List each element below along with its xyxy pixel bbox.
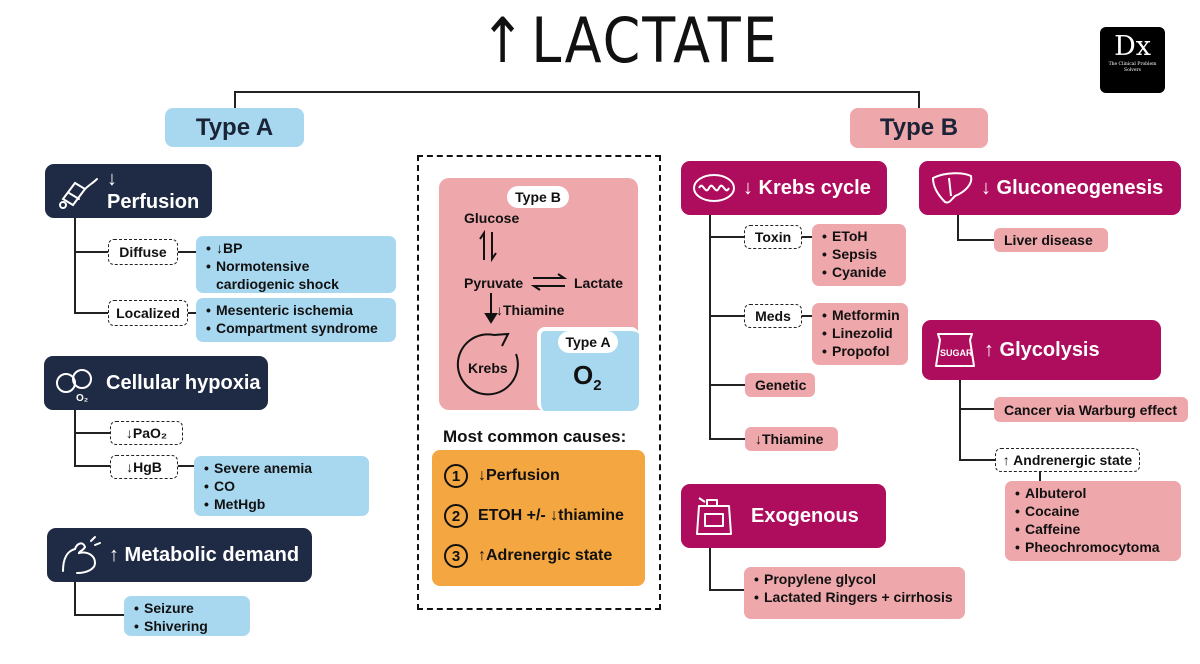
list-item: Normotensive cardiogenic shock [206,257,388,293]
perfusion-label: ↓ Perfusion [107,168,200,213]
list-item: Seizure [134,599,242,617]
up-arrow-icon: ↑ [480,4,528,77]
list-item: ↓BP [206,239,388,257]
list-item: EToH [822,227,898,245]
type-a-header: Type A [165,108,304,147]
list-item: Caffeine [1015,520,1173,538]
liver-icon [932,172,973,204]
diffuse-causes-list: ↓BP Normotensive cardiogenic shock [196,236,396,293]
list-item: Cocaine [1015,502,1173,520]
lactate-label: Lactate [574,275,624,291]
gluconeogenesis-category: ↓ Gluconeogenesis [919,161,1181,215]
list-item: Lactated Ringers + cirrhosis [754,588,957,606]
list-item: Metformin [822,306,900,324]
genetic-label: Genetic [745,373,815,397]
hgb-causes-list: Severe anemia CO MetHgb [194,456,369,516]
perfusion-category: ↓ Perfusion [45,164,212,218]
krebs-label: Krebs [468,360,508,376]
diffuse-tag: Diffuse [108,239,178,265]
glucose-label: Glucose [464,210,520,226]
oxygen-bubbles-icon: O₂ [56,369,92,403]
sugar-bag-icon: SUGAR [935,333,975,367]
gluconeogenesis-label: ↓ Gluconeogenesis [981,176,1164,199]
list-item: Mesenteric ischemia [206,301,388,319]
cause-text: ETOH +/- ↓thiamine [478,507,624,524]
warburg-effect-label: Cancer via Warburg effect [994,397,1188,422]
pyruvate-label: Pyruvate [464,275,524,291]
most-common-causes-box: 1 ↓Perfusion 2 ETOH +/- ↓thiamine 3 ↑Adr… [432,450,645,586]
liver-disease-label: Liver disease [994,228,1108,252]
cause-row: 3 ↑Adrenergic state [444,543,645,569]
metabolic-demand-category: ↑ Metabolic demand [47,528,312,582]
type-b-pill: Type B [507,186,569,208]
o2-subscript: 2 [593,377,602,395]
number-2-badge: 2 [444,504,468,528]
equilibrium-arrows-vertical-icon [479,230,497,262]
sugar-icon-text: SUGAR [940,348,973,358]
krebs-cycle-circle-icon [456,332,519,396]
localized-tag: Localized [108,300,188,326]
page-title: ↑LACTATE [480,4,779,77]
list-item: Linezolid [822,324,900,342]
list-item: Albuterol [1015,484,1173,502]
type-a-pill: Type A [558,331,618,353]
cause-row: 1 ↓Perfusion [444,463,645,489]
adrenergic-causes-list: Albuterol Cocaine Caffeine Pheochromocyt… [1005,481,1181,561]
thiamine-deficiency-label: ↓Thiamine [745,427,838,451]
localized-causes-list: Mesenteric ischemia Compartment syndrome [196,298,396,342]
list-item: Cyanide [822,263,898,281]
hgb-tag: ↓HgB [110,455,178,479]
thiamine-label: ↓Thiamine [496,302,565,318]
mitochondria-icon [693,174,735,202]
cause-row: 2 ETOH +/- ↓thiamine [444,503,645,529]
glycolysis-label: ↑ Glycolysis [984,338,1100,361]
cellular-hypoxia-category: O₂ Cellular hypoxia [44,356,268,410]
list-item: Sepsis [822,245,898,263]
exogenous-category: Exogenous [681,484,886,548]
number-3-badge: 3 [444,544,468,568]
adrenergic-state-tag: ↑ Andrenergic state [995,448,1140,472]
list-item: Pheochromocytoma [1015,538,1173,556]
exogenous-label: Exogenous [751,504,859,527]
list-item: Severe anemia [204,459,361,477]
cause-text: ↓Perfusion [478,467,560,484]
meds-tag: Meds [744,304,802,328]
list-item: CO [204,477,361,495]
pao2-tag: ↓PaO₂ [110,421,183,445]
blood-pressure-cuff-icon [59,178,98,209]
cellular-hypoxia-label: Cellular hypoxia [106,371,261,394]
meds-causes-list: Metformin Linezolid Propofol [812,303,908,365]
toxin-tag: Toxin [744,225,802,249]
logo-text: Dx [1114,31,1151,62]
equilibrium-arrows-horizontal-icon [531,273,567,291]
list-item: Propofol [822,342,900,360]
o2-symbol: O [573,360,594,390]
jerrycan-icon [696,497,732,535]
type-b-header: Type B [850,108,988,148]
metabolic-causes-list: Seizure Shivering [124,596,250,636]
center-mechanism-panel [417,155,661,610]
most-common-causes-title: Most common causes: [443,427,627,446]
cause-text: ↑Adrenergic state [478,547,613,564]
logo-subtitle: The Clinical Problem Solvers [1108,62,1157,73]
krebs-cycle-label: ↓ Krebs cycle [743,176,871,199]
glycolysis-category: SUGAR ↑ Glycolysis [922,320,1161,380]
list-item: Propylene glycol [754,570,957,588]
metabolic-demand-label: ↑ Metabolic demand [109,543,300,566]
flexing-arm-icon [62,536,101,574]
krebs-cycle-category: ↓ Krebs cycle [681,161,887,215]
o2-icon-text: O₂ [76,393,88,403]
number-1-badge: 1 [444,464,468,488]
title-text: LACTATE [531,4,779,77]
list-item: Compartment syndrome [206,319,388,337]
o2-label: O2 [573,360,602,394]
dx-logo: Dx The Clinical Problem Solvers [1100,27,1165,93]
down-arrow-icon [484,293,498,324]
exogenous-causes-list: Propylene glycol Lactated Ringers + cirr… [744,567,965,619]
list-item: Shivering [134,617,242,635]
toxin-causes-list: EToH Sepsis Cyanide [812,224,906,286]
list-item: MetHgb [204,495,361,513]
